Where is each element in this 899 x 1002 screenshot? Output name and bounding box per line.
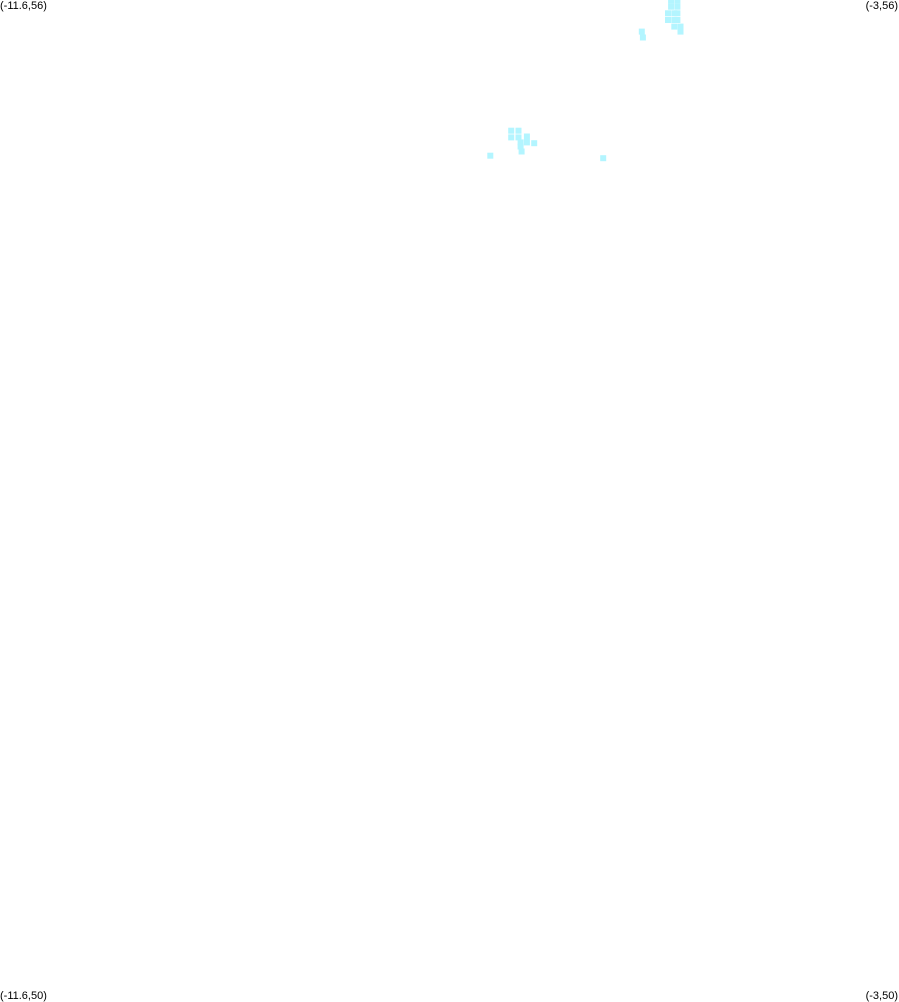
data-point-marker (677, 23, 684, 30)
data-point-marker (668, 3, 675, 10)
data-point-marker (639, 34, 646, 41)
corner-label-top-right: (-3,56) (865, 0, 898, 12)
corner-label-top-left: (-11.6,56) (0, 0, 47, 12)
data-point-marker (668, 0, 675, 4)
data-point-marker (674, 0, 681, 4)
data-point-marker (487, 152, 494, 159)
data-point-marker (674, 10, 681, 17)
data-point-marker (671, 10, 678, 17)
data-point-marker (674, 17, 681, 23)
data-point-marker (515, 134, 522, 141)
data-point-marker (671, 17, 678, 23)
data-point-marker (508, 127, 515, 134)
data-point-marker (674, 3, 681, 10)
data-point-marker (508, 134, 515, 141)
data-point-marker (518, 148, 525, 155)
data-point-marker (665, 10, 671, 17)
data-point-marker (638, 28, 645, 35)
data-point-marker (665, 17, 671, 23)
data-point-marker (671, 23, 678, 30)
data-point-marker (677, 28, 684, 35)
data-point-marker (517, 139, 524, 146)
data-point-marker (531, 140, 538, 147)
data-point-marker (523, 133, 530, 140)
data-point-marker (600, 155, 607, 162)
data-point-marker (515, 127, 522, 134)
data-point-marker (517, 143, 524, 150)
data-point-marker (523, 139, 530, 146)
